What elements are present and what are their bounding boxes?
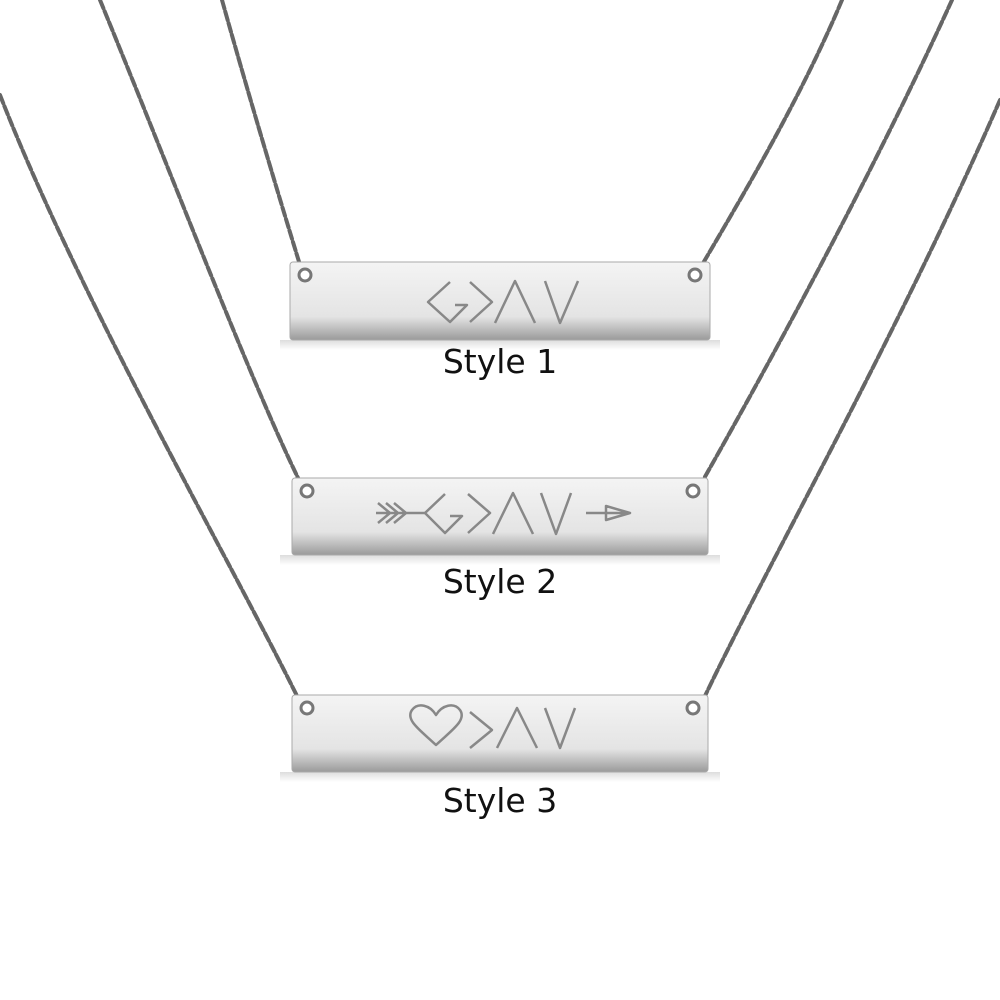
engraving-1-icon [426, 279, 580, 325]
style-3-label: Style 3 [442, 781, 558, 820]
chain-3-right [702, 98, 1000, 700]
engraving-3-icon [409, 704, 577, 750]
style-1-label: Style 1 [442, 342, 558, 381]
chain-3-left [0, 93, 300, 700]
bar-pendant-2 [291, 477, 709, 556]
style-2-label: Style 2 [442, 562, 558, 601]
chain-2-left [98, 0, 302, 484]
chain-2-right [700, 0, 954, 484]
bar-pendant-1 [289, 261, 711, 341]
bar-pendant-3 [291, 694, 709, 773]
engraving-2-icon [376, 491, 632, 536]
chain-1-right [700, 0, 844, 267]
engravings [376, 279, 632, 750]
bar-pendants [280, 261, 720, 782]
chain-1-left [220, 0, 302, 267]
